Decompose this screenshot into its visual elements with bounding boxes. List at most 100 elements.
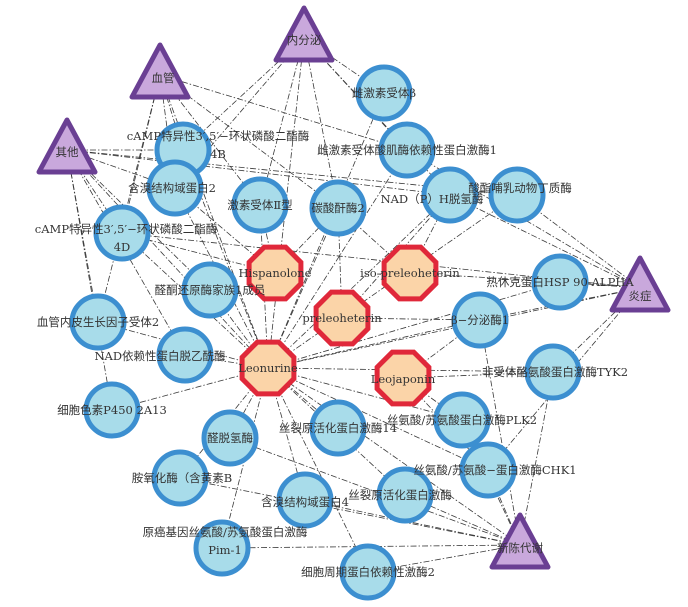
target-node[interactable] [531,253,589,311]
target-node[interactable] [309,399,367,457]
edge-line [121,232,269,369]
edge-line [229,437,521,546]
targets-label: 丝氨酸/苏氨酸蛋白激酶PLK2 [387,413,537,427]
edge-line [66,149,451,196]
target-node[interactable] [69,293,127,351]
targets-label: 含溴结构域蛋白4 [261,495,349,509]
edge-line [66,149,113,411]
edge-line [267,367,463,421]
target-node[interactable] [181,261,239,319]
target-node[interactable] [309,179,367,237]
targets-label: 含溴结构域蛋白2 [128,181,216,195]
compounds-label: Leonurine [238,361,298,375]
targets-label: 激素受体Ⅱ型 [227,198,292,212]
categories-label: 新陈代谢 [497,541,543,555]
edge-line [449,194,641,289]
target-node[interactable] [193,519,251,577]
compounds-label: Hispanolone [239,266,312,280]
edge-line [267,367,521,546]
edge-line [267,92,385,369]
target-node[interactable] [146,159,204,217]
edge-line [304,499,521,546]
edge-line [303,37,339,209]
edge-line [97,321,269,369]
target-node[interactable] [376,466,434,524]
edge-line [259,37,305,206]
categories-label: 内分泌 [287,33,322,47]
compound-node[interactable] [313,289,371,347]
target-node[interactable] [459,441,517,499]
edge-line [267,149,408,369]
targets-label: 雌激素受体β [352,86,416,100]
target-node[interactable] [151,449,209,507]
edge-line [159,74,408,151]
target-node[interactable] [378,121,436,179]
target-node[interactable] [524,343,582,401]
compound-node[interactable] [374,349,432,407]
compound-node[interactable] [381,244,439,302]
edge-line [519,371,554,546]
edge-line [66,149,269,369]
targets-label: 碳酸酐酶2 [311,201,364,215]
targets-label: 酸酯哺乳动物丁质酶 [468,181,572,195]
targets-label: 丝裂原活化蛋白激酶 [348,488,452,502]
targets-label: 血管内皮生长因子受体2 [37,315,159,329]
target-node[interactable] [201,409,259,467]
targets-label: NAD依赖性蛋白脱乙酰酶 [94,349,225,363]
edge-line [479,319,521,546]
targets-label: 丝氨酸/苏氨酸−蛋白激酶CHK1 [413,463,576,477]
category-node[interactable] [273,5,335,63]
category-node[interactable] [36,117,98,175]
targets-label: 醛脱氢酶 [207,431,253,445]
targets-label: 细胞周期蛋白依赖性激酶2 [301,565,435,579]
edge-line [267,367,369,573]
categories-label: 炎症 [629,289,652,303]
edge-line [267,367,489,471]
targets-label: 雌激素受体酸肌酶依赖性蛋白激酶1 [317,143,497,157]
target-node[interactable] [276,471,334,529]
node-layer [36,5,671,601]
targets-label: β−分泌酶1 [451,313,509,327]
category-node[interactable] [129,42,191,100]
target-node[interactable] [355,64,413,122]
edge-line [97,74,161,323]
target-node[interactable] [231,176,289,234]
target-node[interactable] [488,166,546,224]
target-node[interactable] [93,204,151,262]
targets-label: 热休克蛋白HSP 90-ALPHA [486,275,634,289]
compound-node[interactable] [246,244,304,302]
edge-line [179,477,521,546]
targets-label: 胺氧化酶（含黄素B [132,471,232,485]
target-node[interactable] [156,326,214,384]
target-node[interactable] [339,543,397,601]
targets-label: 细胞色素P450 2A13 [57,403,167,417]
compounds-label: preleoheterin [302,311,382,325]
compounds-label: Leojaponin [371,372,436,386]
targets-label: 非受体酪氨酸蛋白激酶TYK2 [482,365,628,379]
targets-label: NAD（P）H脱氢酶 [381,192,484,206]
edge-line [267,194,451,369]
compound-node[interactable] [239,339,297,397]
target-node[interactable] [83,381,141,439]
edge-line [267,319,481,369]
categories-label: 其他 [56,145,79,159]
target-node[interactable] [421,166,479,224]
edge-line [221,544,521,549]
target-node[interactable] [433,391,491,449]
category-node[interactable] [609,255,671,313]
categories-label: 血管 [152,71,175,85]
edge-line [267,281,561,369]
edge-line [182,149,269,369]
edge-line [121,232,641,289]
target-node[interactable] [451,291,509,349]
category-node[interactable] [489,512,551,570]
targets-label: 醛酮还原酶家族1成员 [155,283,266,297]
edge-line [337,207,343,319]
compounds-label: iso-preleoheterin [360,266,460,280]
